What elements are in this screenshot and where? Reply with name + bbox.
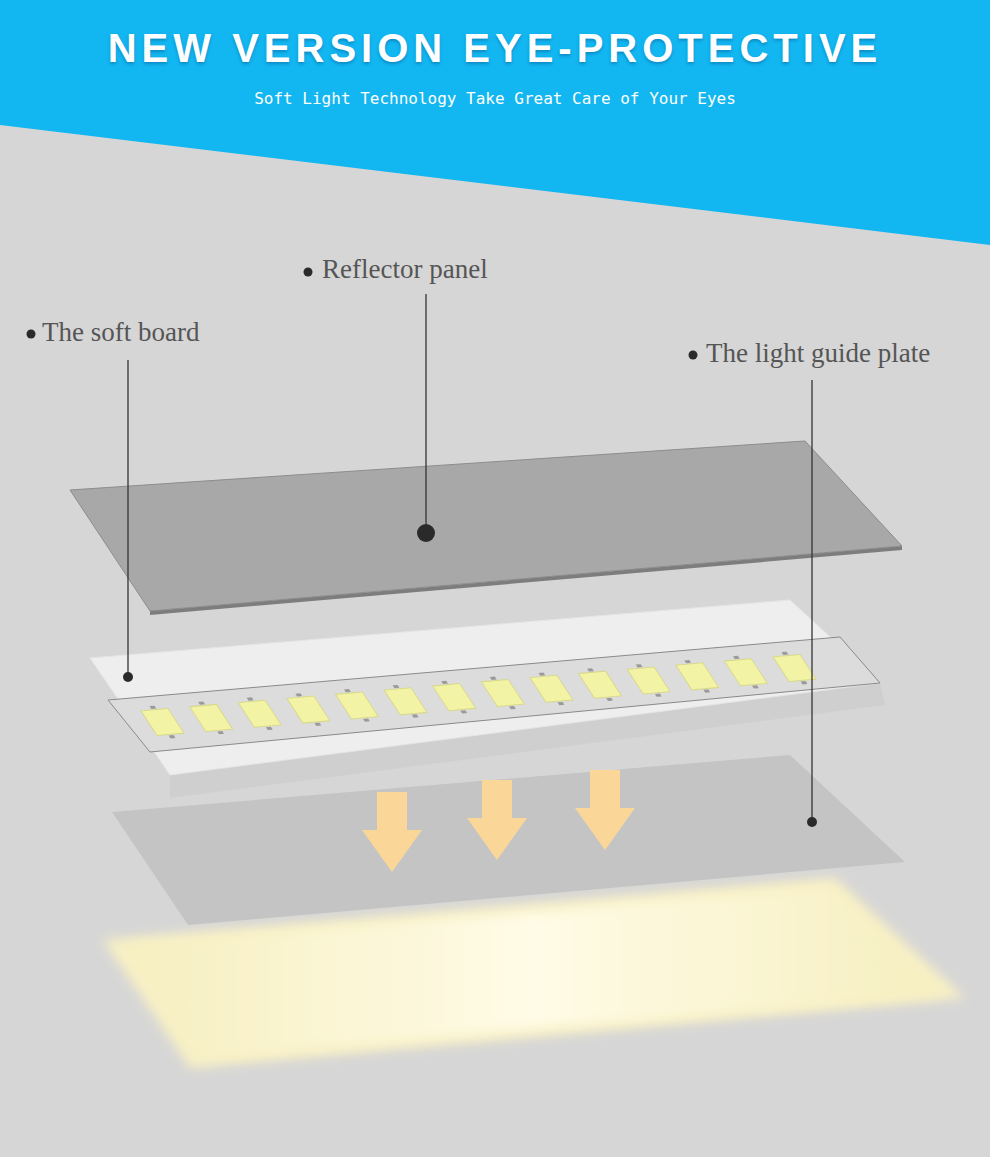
part-label: Reflector panel [322,254,488,285]
led-chip [382,684,430,719]
led-chip [673,659,721,694]
part-label: The light guide plate [706,338,930,369]
part-label: The soft board [42,317,199,348]
leader-lines [128,294,812,822]
led-chip [479,676,527,711]
led-chip [430,680,478,715]
subtitle: Soft Light Technology Take Great Care of… [254,89,736,108]
led-chip [187,701,235,736]
led-chip [625,663,673,698]
light-arrows [362,770,635,872]
led-chip [236,696,284,731]
title-banner [0,0,990,245]
reflector-panel [70,441,902,611]
led-chip [722,655,770,690]
led-chip [527,671,575,706]
page-title: NEW VERSION EYE-PROTECTIVE [108,26,883,71]
soft-board [90,600,880,775]
led-strip [108,637,880,752]
led-chip [139,705,187,740]
led-chip [284,692,332,727]
led-chip [576,667,624,702]
led-chips [139,651,819,740]
leader-dots [27,268,818,828]
led-chip [333,688,381,723]
led-chip [771,651,819,686]
